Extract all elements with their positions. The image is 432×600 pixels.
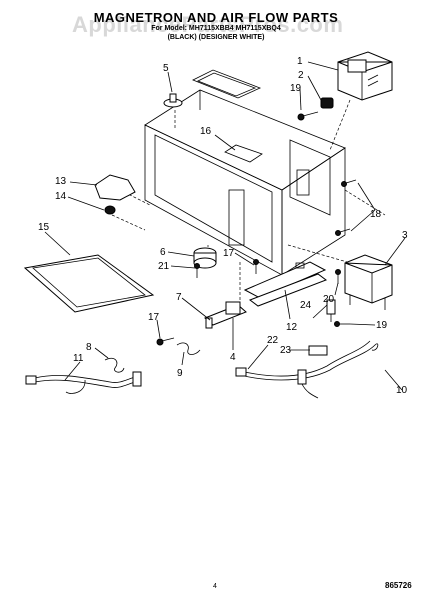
part-7 [204,301,247,329]
screw-17b [156,337,175,346]
model-line: For Model: MH7115XBB4 MH7115XBQ4 [151,25,281,32]
screw-17a [253,259,259,274]
switch-22 [235,367,247,377]
callout-12: 12 [286,322,298,333]
magnetron [337,51,393,101]
switch-23 [308,345,328,356]
callout-23: 23 [280,345,292,356]
callout-11: 11 [73,353,84,364]
fan-motor [193,247,217,269]
callout-22: 22 [267,335,279,346]
part-5 [163,93,183,108]
wire-harness-11 [25,371,142,394]
callout-24: 24 [300,300,312,311]
screw-21 [194,263,200,278]
callout-labels: 1 2 19 5 16 13 14 15 6 21 17 18 3 20 24 … [38,56,408,396]
callout-16: 16 [200,126,212,137]
screw-19b [334,321,350,327]
callout-6: 6 [160,247,166,258]
callout-2: 2 [298,70,304,81]
callout-17b: 17 [148,312,160,323]
callout-14: 14 [55,191,67,202]
screw-19a [297,111,319,121]
part-9-wire [176,342,201,355]
diagram-title: MAGNETRON AND AIR FLOW PARTS [93,10,339,25]
callout-18: 18 [370,209,382,220]
wire-harness-10 [239,340,379,399]
callout-19b: 19 [376,320,388,331]
part-24 [326,299,336,322]
callout-19a: 19 [290,83,302,94]
callout-3: 3 [402,230,408,241]
callout-7: 7 [176,292,182,303]
bracket [243,261,328,307]
transformer [344,254,393,310]
thermal-cutout [320,97,334,109]
part-14 [104,205,116,215]
reference-number: 865726 [385,581,412,590]
callout-1: 1 [297,56,303,67]
part-8-wire [104,357,125,373]
screw-20 [335,269,341,284]
top-window [192,69,262,99]
callout-10: 10 [396,385,408,396]
screw-18a [341,179,357,187]
screw-18b [335,228,351,236]
callout-20: 20 [323,294,335,305]
watermark: AppliancePartsPros.com [72,12,344,37]
callout-9: 9 [177,368,183,379]
page-number: 4 [213,583,217,590]
glass-tray [23,254,155,313]
callout-5: 5 [163,63,169,74]
callout-leaders [44,61,406,391]
label-plate [224,144,263,163]
callout-13: 13 [55,176,67,187]
stirrer-blade [94,174,136,201]
side-panel [289,139,331,216]
callout-15: 15 [38,222,50,233]
callout-17a: 17 [223,248,235,259]
callout-4: 4 [230,352,236,363]
callout-8: 8 [86,342,92,353]
color-line: (BLACK) (DESIGNER WHITE) [167,34,265,41]
callout-21: 21 [158,261,170,272]
assembly-leaders [111,99,386,300]
